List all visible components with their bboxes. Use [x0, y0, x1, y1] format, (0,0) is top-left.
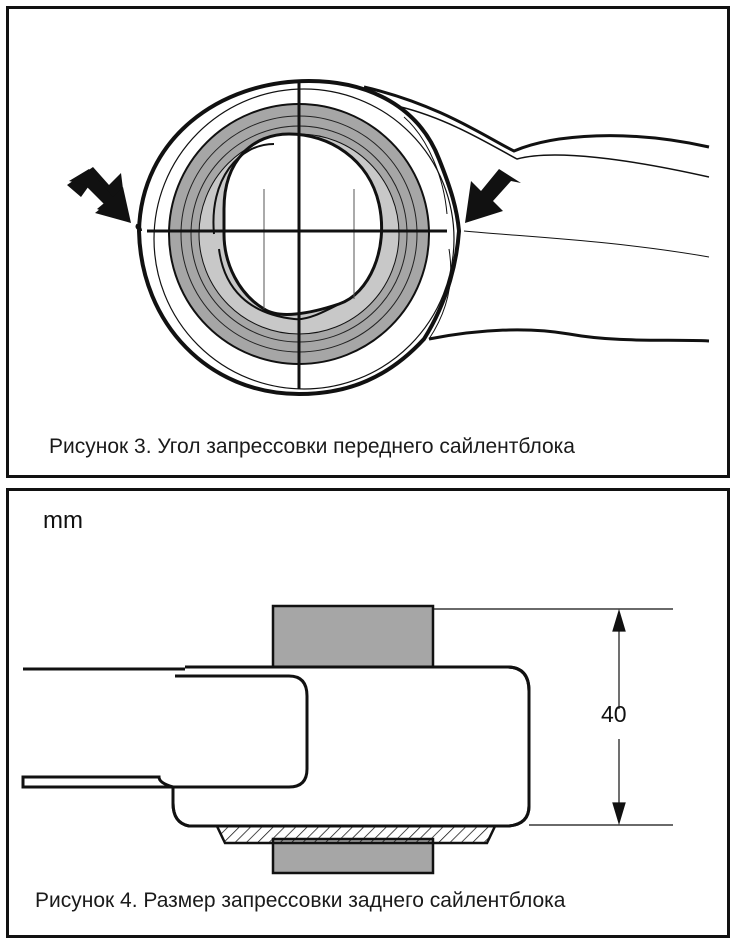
crosshair	[147, 83, 447, 389]
figure-3-drawing	[67, 78, 710, 397]
left-arrow-icon	[67, 167, 131, 223]
figure-4-drawing	[21, 604, 673, 875]
control-arm-side	[23, 667, 309, 789]
bushing-top	[271, 604, 435, 676]
figure-4-panel: mm 40 Рисунок 4. Размер запрессовки задн…	[6, 488, 730, 938]
silent-block-bushing	[168, 103, 430, 365]
arm-eye	[135, 78, 462, 397]
arm-eye-side	[21, 665, 531, 828]
dimension-40	[433, 608, 673, 826]
right-arrow-icon	[465, 169, 521, 223]
figure-3-panel: Рисунок 3. Угол запрессовки переднего са…	[6, 6, 730, 478]
control-arm	[363, 85, 710, 343]
figure-4-caption: Рисунок 4. Размер запрессовки заднего са…	[35, 889, 566, 912]
dimension-value: 40	[601, 701, 627, 727]
figure-3-caption: Рисунок 3. Угол запрессовки переднего са…	[49, 435, 575, 458]
units-label: mm	[43, 507, 83, 534]
